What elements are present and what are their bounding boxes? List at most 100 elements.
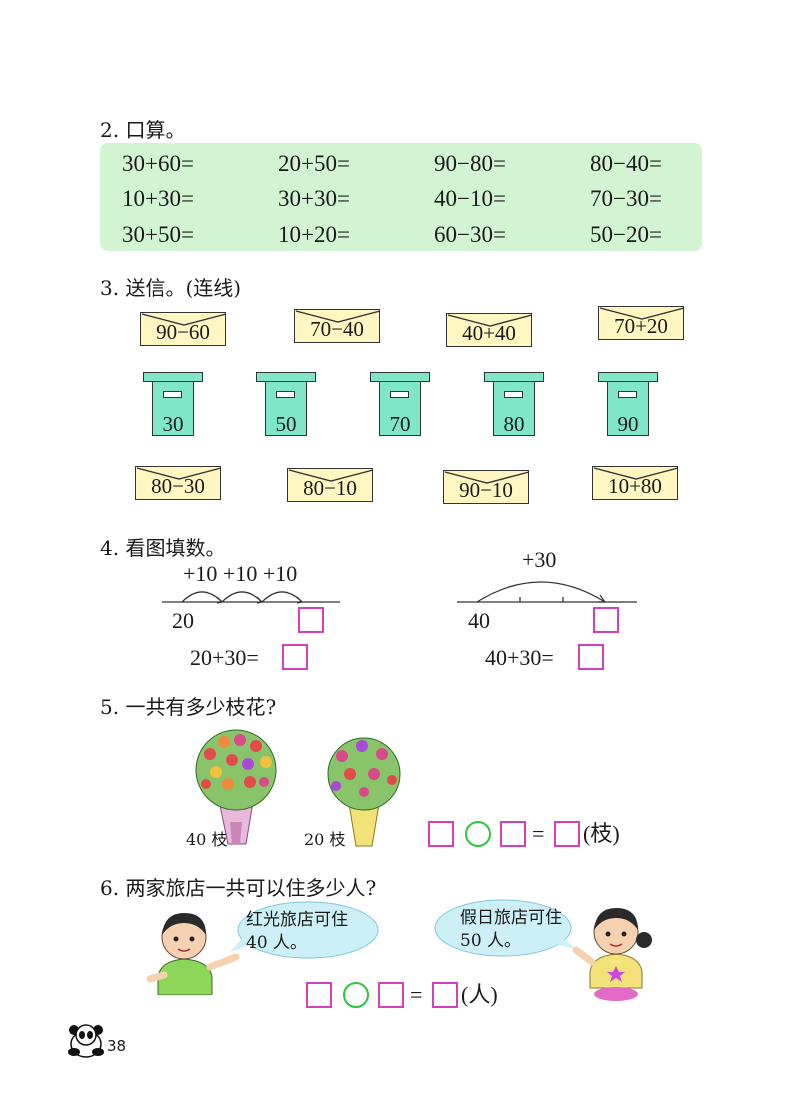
bouquet-count-label: 40 枝 (186, 830, 228, 849)
speech-bubble-right (434, 899, 577, 957)
mailbox-number: 50 (275, 412, 297, 436)
answer-box[interactable] (428, 821, 454, 847)
answer-box[interactable] (578, 644, 604, 670)
bouquet-count-label: 20 枝 (304, 830, 346, 849)
section-6-title: 6. 两家旅店一共可以住多少人? (100, 876, 377, 900)
bubble-line: 假日旅店可住 (460, 908, 562, 928)
calc-item: 80−40= (590, 151, 662, 176)
equals-sign: = (410, 982, 423, 1007)
envelope[interactable]: 70−40 (294, 309, 381, 343)
envelope-flap-icon (141, 313, 227, 326)
envelope[interactable]: 70+20 (598, 306, 685, 340)
equals-sign: = (532, 821, 545, 846)
calc-item: 40−10= (434, 186, 506, 211)
unit-label: (枝) (583, 821, 620, 846)
bubble-line: 50 人。 (460, 931, 522, 951)
envelope[interactable]: 80−10 (287, 468, 374, 502)
envelope[interactable]: 10+80 (592, 466, 679, 500)
answer-box[interactable] (306, 982, 332, 1008)
envelope[interactable]: 90−10 (443, 470, 530, 504)
envelope-flap-icon (599, 307, 685, 320)
section-2-title: 2. 口算。 (100, 118, 186, 142)
envelope[interactable]: 40+40 (446, 313, 533, 347)
mailbox[interactable]: 90 (598, 372, 658, 436)
envelope[interactable]: 90−60 (140, 312, 227, 346)
mailbox-number: 30 (162, 412, 184, 436)
start-number: 40 (468, 608, 490, 633)
envelope-flap-icon (295, 310, 381, 323)
mental-math-panel (100, 143, 702, 251)
mailbox-body (265, 381, 307, 436)
envelope-label: 90−60 (156, 320, 210, 344)
envelope-flap-icon (136, 467, 222, 480)
answer-box[interactable] (554, 821, 580, 847)
mailbox[interactable]: 50 (256, 372, 316, 436)
equation: 20+30= (190, 645, 259, 670)
envelope-label: 80−30 (151, 474, 205, 498)
calc-item: 90−80= (434, 151, 506, 176)
mail-slot-icon (390, 391, 409, 398)
mail-slot-icon (504, 391, 523, 398)
mail-slot-icon (276, 391, 295, 398)
mailbox-body (152, 381, 194, 436)
mailbox-number: 90 (617, 412, 639, 436)
mailbox-number: 70 (389, 412, 411, 436)
calc-item: 60−30= (434, 222, 506, 247)
envelope-label: 70−40 (310, 317, 364, 341)
answer-box[interactable] (378, 982, 404, 1008)
mailbox-body (493, 381, 535, 436)
envelope-flap-icon (447, 314, 533, 327)
calc-item: 20+50= (278, 151, 350, 176)
jump-label: +30 (522, 547, 557, 572)
calc-item: 30+60= (122, 151, 194, 176)
envelope-label: 80−10 (303, 476, 357, 500)
calc-item: 30+30= (278, 186, 350, 211)
envelope-flap-icon (288, 469, 374, 482)
number-line-left (162, 591, 340, 604)
section-5-title: 5. 一共有多少枝花? (100, 695, 277, 719)
mailbox[interactable]: 70 (370, 372, 430, 436)
mailbox[interactable]: 30 (143, 372, 203, 436)
calc-item: 10+30= (122, 186, 194, 211)
answer-box[interactable] (298, 607, 324, 633)
girl-illustration (572, 908, 652, 1001)
calc-item: 70−30= (590, 186, 662, 211)
envelope[interactable]: 80−30 (135, 466, 222, 500)
mailbox-number: 80 (503, 412, 525, 436)
unit-label: (人) (461, 982, 498, 1007)
envelope-label: 10+80 (608, 474, 662, 498)
calc-item: 30+50= (122, 222, 194, 247)
envelope-label: 70+20 (614, 314, 668, 338)
mailbox[interactable]: 80 (484, 372, 544, 436)
mail-slot-icon (618, 391, 637, 398)
calc-item: 50−20= (590, 222, 662, 247)
mailbox-body (379, 381, 421, 436)
section-4-title: 4. 看图填数。 (100, 536, 226, 560)
boy-illustration (146, 913, 240, 995)
section-3-title: 3. 送信。(连线) (100, 276, 242, 300)
bouquet-icon (195, 729, 277, 845)
page-number: 38 (107, 1037, 127, 1055)
envelope-label: 90−10 (459, 478, 513, 502)
operator-circle[interactable] (465, 821, 491, 847)
bubble-line: 40 人。 (246, 933, 308, 953)
operator-circle[interactable] (343, 982, 369, 1008)
calc-item: 10+20= (278, 222, 350, 247)
mailbox-body (607, 381, 649, 436)
bouquet-icon (327, 737, 401, 847)
envelope-flap-icon (444, 471, 530, 484)
speech-bubble-left (230, 901, 379, 959)
bubble-line: 红光旅店可住 (246, 910, 348, 930)
start-number: 20 (172, 608, 194, 633)
panda-icon (68, 1024, 104, 1058)
answer-box[interactable] (500, 821, 526, 847)
number-line-right (457, 581, 637, 603)
envelope-label: 40+40 (462, 321, 516, 345)
answer-box[interactable] (432, 982, 458, 1008)
envelope-flap-icon (593, 467, 679, 480)
answer-box[interactable] (593, 607, 619, 633)
equation: 40+30= (485, 645, 554, 670)
mail-slot-icon (163, 391, 182, 398)
jump-labels: +10 +10 +10 (183, 561, 298, 586)
answer-box[interactable] (282, 644, 308, 670)
